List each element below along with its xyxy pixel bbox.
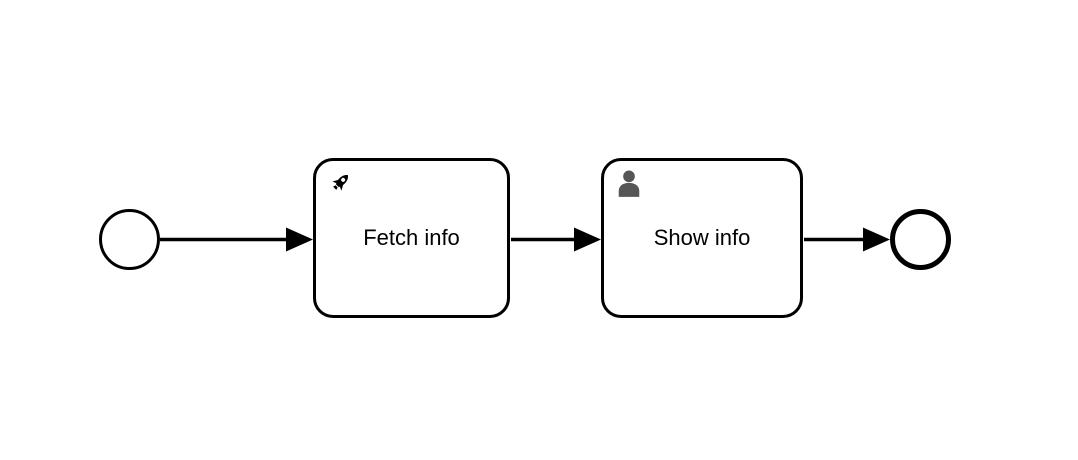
end-event[interactable] [890, 209, 951, 270]
arrowhead-icon [574, 227, 601, 252]
sequence-flow-show-to-end[interactable] [804, 227, 890, 252]
task-label: Show info [653, 225, 751, 250]
sequence-flow-start-to-fetch[interactable] [160, 227, 313, 252]
start-event[interactable] [99, 209, 160, 270]
sequence-flow-fetch-to-show[interactable] [511, 227, 601, 252]
task-label: Fetch info [363, 225, 460, 250]
rocket-icon [327, 168, 355, 196]
user-icon [615, 168, 643, 201]
task-fetch-info[interactable]: Fetch info [313, 158, 510, 318]
arrowhead-icon [863, 227, 890, 252]
arrowhead-icon [286, 227, 313, 252]
task-show-info[interactable]: Show info [601, 158, 803, 318]
